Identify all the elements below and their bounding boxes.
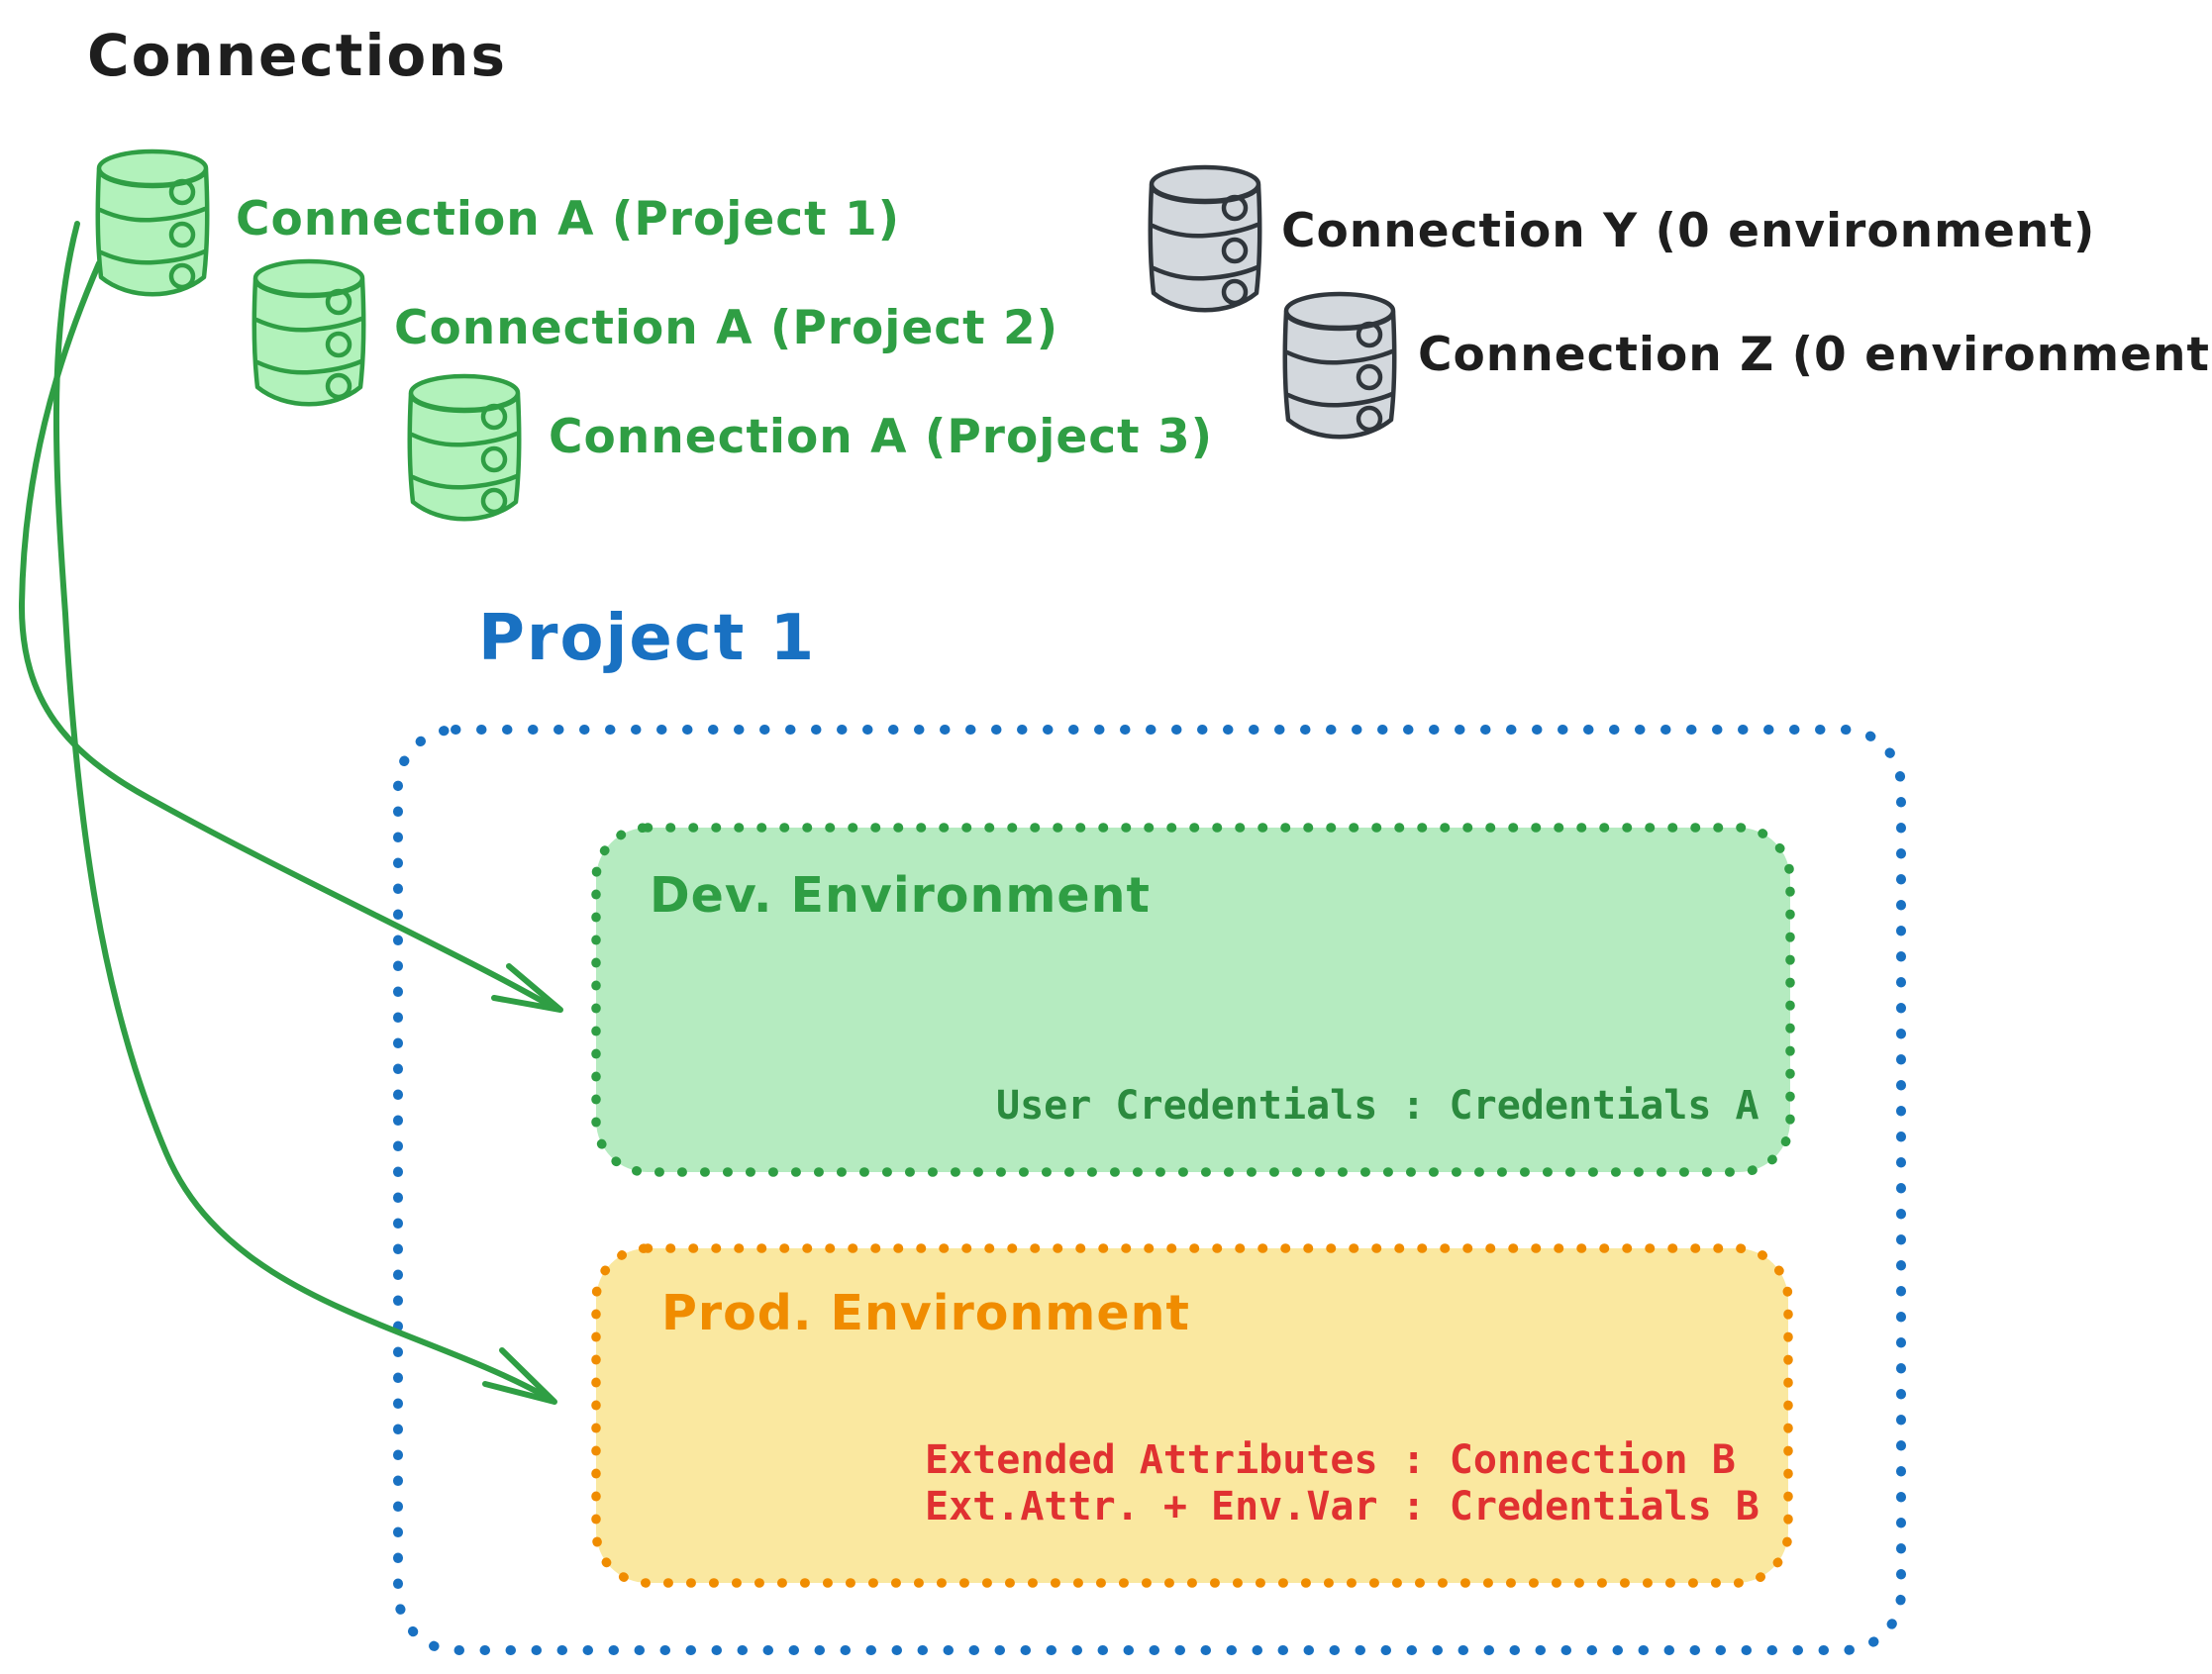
database-icon-connection-a-project-1 — [97, 151, 208, 295]
prod-environment-box — [591, 1243, 1793, 1588]
arrowhead-icon — [491, 963, 563, 1013]
prod-mapping-extended-attributes: Extended Attributes : Connection B — [925, 1437, 1736, 1483]
connections-title: Connections — [87, 22, 507, 89]
prod-environment-title: Prod. Environment — [661, 1285, 1190, 1341]
database-icon-connection-a-project-3 — [409, 376, 520, 520]
dev-environment-title: Dev. Environment — [650, 867, 1151, 924]
project-1-boundary-box — [393, 725, 1906, 1655]
arrow-to-dev-environment — [18, 260, 563, 1013]
database-icon-connection-y — [1150, 167, 1260, 311]
dev-credentials-mapping: User Credentials : Credentials A — [996, 1083, 1760, 1129]
database-icon-connection-a-project-2 — [253, 261, 364, 405]
database-icon-connection-z — [1284, 294, 1395, 438]
arrow-to-prod-environment — [52, 221, 557, 1405]
prod-mapping-ext-attr-env-var: Ext.Attr. + Env.Var : Credentials B — [925, 1484, 1760, 1529]
connection-a-project-2-label: Connection A (Project 2) — [394, 301, 1059, 355]
connection-z-label: Connection Z (0 environment) — [1418, 328, 2212, 382]
arrowhead-icon — [482, 1347, 557, 1405]
prod-credentials-mappings: Extended Attributes : Connection B Ext.A… — [925, 1437, 1760, 1530]
connection-a-project-1-label: Connection A (Project 1) — [236, 192, 901, 246]
connection-a-project-3-label: Connection A (Project 3) — [549, 410, 1214, 464]
dev-environment-box — [591, 823, 1795, 1177]
connection-y-label: Connection Y (0 environment) — [1281, 204, 2096, 258]
project-1-title: Project 1 — [478, 602, 817, 675]
